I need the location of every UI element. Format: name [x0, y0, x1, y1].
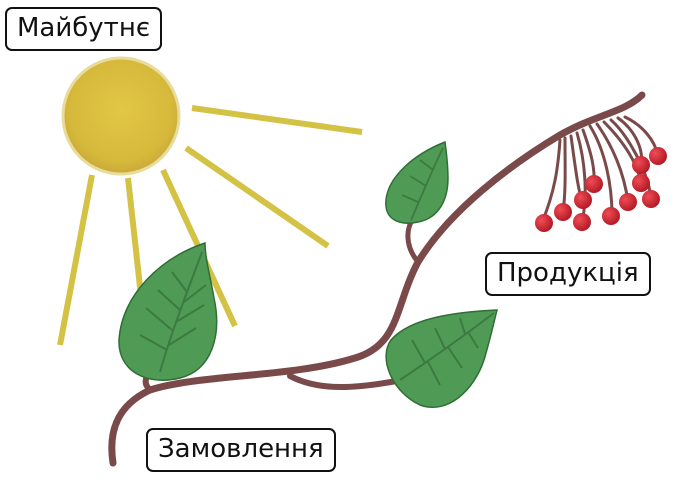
leaf-right	[385, 309, 498, 408]
berry-icon	[585, 175, 603, 193]
berry-icon	[649, 147, 667, 165]
berry-icon	[632, 156, 650, 174]
leaf-right-veins	[399, 312, 495, 386]
sun-icon	[61, 56, 181, 176]
berry-icon	[554, 203, 572, 221]
berry-cluster	[535, 147, 667, 232]
berry-icon	[632, 174, 650, 192]
label-orders: Замовлення	[146, 428, 336, 472]
leaf-icon	[118, 241, 218, 381]
leaf-top-veins	[401, 147, 444, 221]
berry-icon	[535, 214, 553, 232]
berry-icon	[642, 190, 660, 208]
leaf-large-left-veins	[139, 251, 207, 373]
label-future: Майбутнє	[5, 7, 163, 51]
leaf-top	[385, 140, 449, 224]
leaf-icon	[385, 140, 449, 224]
label-products: Продукція	[485, 252, 651, 296]
berry-icon	[619, 193, 637, 211]
leaf-stem-right	[287, 373, 405, 390]
berry-icon	[573, 213, 591, 231]
berry-icon	[602, 207, 620, 225]
sun-ray	[57, 174, 95, 346]
leaf-icon	[385, 309, 498, 408]
sun-ray	[191, 105, 363, 135]
berry-icon	[574, 191, 592, 209]
sun-ray	[184, 145, 330, 249]
leaf-stem-top	[405, 219, 421, 265]
leaf-large-left	[118, 241, 218, 381]
